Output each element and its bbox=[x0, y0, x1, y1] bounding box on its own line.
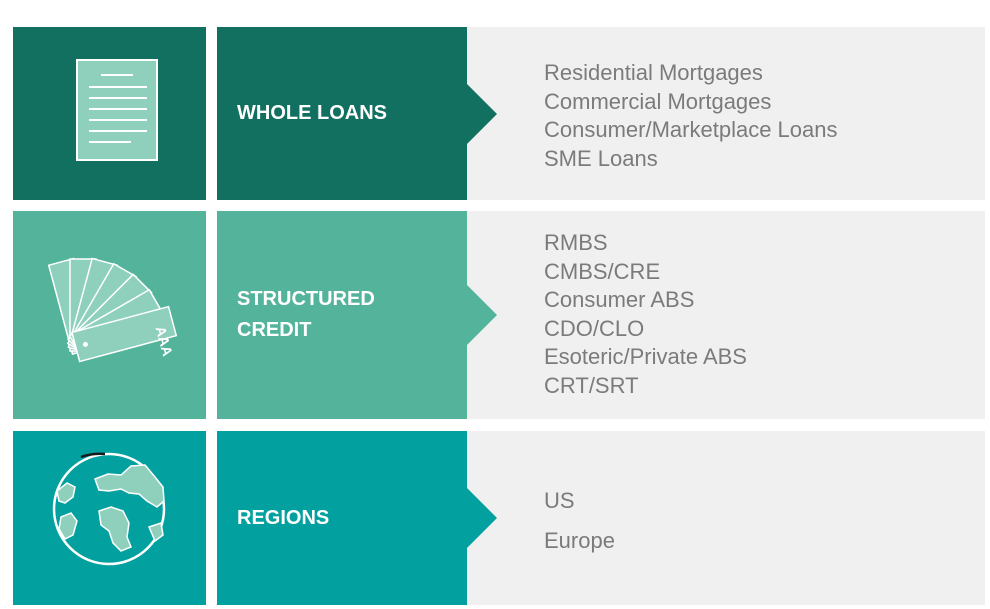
chevron-arrow bbox=[467, 285, 497, 345]
svg-text:AAA: AAA bbox=[153, 324, 176, 357]
list-item: CDO/CLO bbox=[544, 315, 645, 341]
item-list: RMBS CMBS/CRE Consumer ABS CDO/CLO Esote… bbox=[544, 229, 747, 400]
list-item: Consumer/Marketplace Loans bbox=[544, 117, 838, 142]
icon-panel: AAA bbox=[13, 211, 206, 419]
item-list-panel: RMBS CMBS/CRE Consumer ABS CDO/CLO Esote… bbox=[467, 211, 985, 419]
rating-cards-fan-icon: AAA bbox=[47, 257, 178, 363]
icon-panel bbox=[13, 27, 206, 200]
icon-panel bbox=[13, 431, 206, 605]
list-item: Esoteric/Private ABS bbox=[544, 344, 747, 369]
list-item: Europe bbox=[544, 528, 615, 553]
list-item: Consumer ABS bbox=[544, 287, 695, 312]
item-list: US Europe bbox=[544, 481, 615, 561]
category-label: REGIONS bbox=[237, 506, 330, 529]
item-list: Residential Mortgages Commercial Mortgag… bbox=[544, 59, 837, 173]
list-item: RMBS bbox=[544, 230, 608, 255]
category-label: WHOLE LOANS bbox=[237, 102, 387, 124]
row-regions: REGIONS US Europe bbox=[0, 431, 990, 605]
list-item: SME Loans bbox=[544, 145, 658, 171]
chevron-arrow bbox=[467, 488, 497, 548]
globe-icon bbox=[52, 452, 166, 566]
row-structured-credit: AAA STRUCTURED CREDIT RMBS CMBS/CRE Cons… bbox=[0, 211, 990, 419]
list-item: CMBS/CRE bbox=[544, 258, 661, 284]
chevron-arrow bbox=[467, 83, 497, 144]
category-label-panel: STRUCTURED CREDIT bbox=[217, 211, 467, 419]
category-label-panel: REGIONS bbox=[217, 431, 467, 605]
category-label-panel: WHOLE LOANS bbox=[217, 27, 467, 200]
list-item: Commercial Mortgages bbox=[544, 88, 772, 114]
list-item: US bbox=[544, 488, 575, 513]
list-item: CRT/SRT bbox=[544, 372, 639, 398]
item-list-panel: US Europe bbox=[467, 431, 985, 605]
list-item: Residential Mortgages bbox=[544, 60, 763, 85]
document-icon bbox=[76, 59, 158, 161]
item-list-panel: Residential Mortgages Commercial Mortgag… bbox=[467, 27, 985, 200]
row-whole-loans: WHOLE LOANS Residential Mortgages Commer… bbox=[0, 27, 990, 200]
category-label: STRUCTURED CREDIT bbox=[237, 288, 375, 341]
